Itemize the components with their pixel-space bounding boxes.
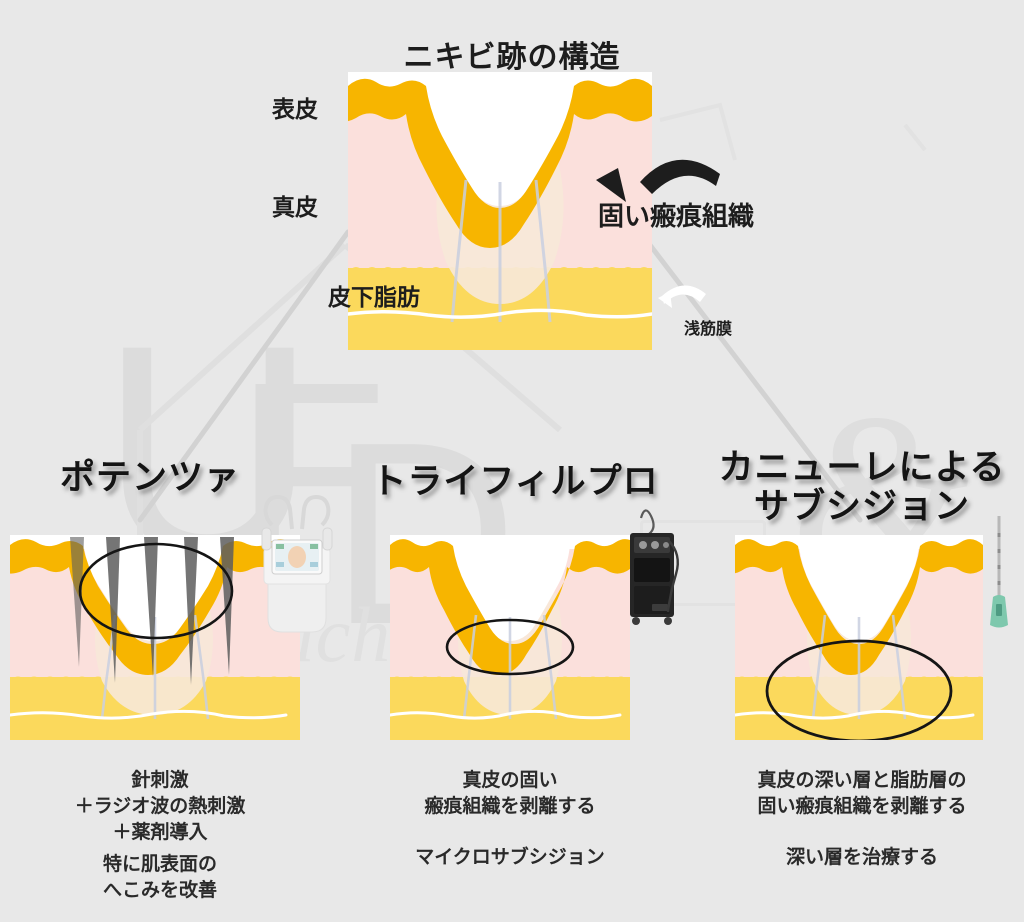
panel-heading-potenza: ポテンツァ xyxy=(59,458,240,497)
callout-hard-scar-tissue: 固い瘢痕組織 xyxy=(598,201,755,231)
caption-line: 瘢痕組織を剥離する xyxy=(424,796,596,818)
panel-caption-potenza: 針刺激 ＋ラジオ波の熱刺激 ＋薬剤導入 xyxy=(0,768,320,847)
panel-heading-trifill-pro: トライフィルプロ xyxy=(371,462,659,501)
layer-label-subcutaneous-fat: 皮下脂肪 xyxy=(328,284,420,310)
page-title: ニキビ跡の構造 xyxy=(403,41,621,74)
panel-skin-diagram-cannula-subcision xyxy=(735,535,983,740)
panel-subcaption-trifill-pro: マイクロサブシジョン xyxy=(360,845,660,871)
panel-subcaption-cannula-subcision: 深い層を治療する xyxy=(700,845,1024,871)
panel-heading-cannula-subcision: カニューレによる サブシジョン xyxy=(700,448,1024,526)
panel-caption-trifill-pro: 真皮の固い 瘢痕組織を剥離する xyxy=(360,768,660,820)
layer-label-dermis: 真皮 xyxy=(272,194,318,220)
watermark-letter-u: U xyxy=(100,282,317,618)
main-skin-diagram xyxy=(348,72,652,350)
panel-skin-diagram-potenza xyxy=(10,535,300,740)
caption-line: ＋薬剤導入 xyxy=(112,822,208,844)
panel-skin-diagram-trifill-pro xyxy=(390,535,630,740)
heading-line: カニューレによる xyxy=(718,448,1006,487)
fascia-label: 浅筋膜 xyxy=(684,321,733,338)
subcaption-line: 深い層を治療する xyxy=(785,847,938,868)
panel-subcaption-potenza: 特に肌表面の へこみを改善 xyxy=(0,852,320,904)
caption-line: 固い瘢痕組織を剥離する xyxy=(757,796,967,818)
caption-line: 真皮の固い xyxy=(462,770,558,791)
heading-line: サブシジョン xyxy=(753,487,970,527)
subcaption-line: へこみを改善 xyxy=(102,880,217,902)
panel-caption-cannula-subcision: 真皮の深い層と脂肪層の 固い瘢痕組織を剥離する xyxy=(700,768,1024,820)
caption-line: 真皮の深い層と脂肪層の xyxy=(757,770,967,791)
subcaption-line: 特に肌表面の xyxy=(102,854,217,875)
subcaption-line: マイクロサブシジョン xyxy=(415,847,605,868)
layer-label-epidermis: 表皮 xyxy=(272,96,318,122)
caption-line: ＋ラジオ波の熱刺激 xyxy=(74,796,246,818)
caption-line: 針刺激 xyxy=(131,770,189,791)
